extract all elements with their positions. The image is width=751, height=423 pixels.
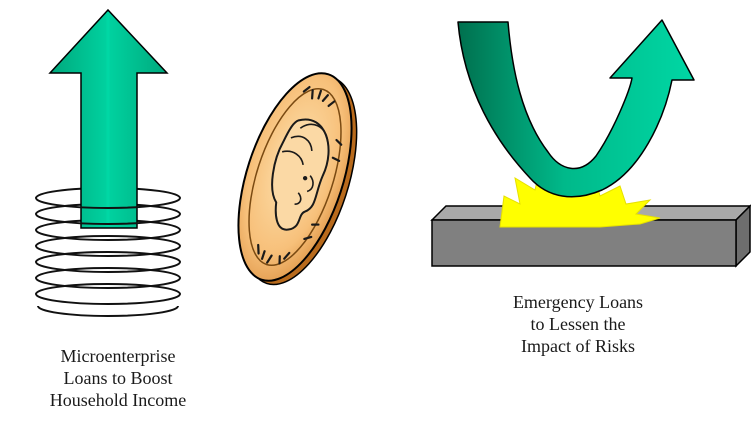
u-turn-arrow-icon (458, 20, 694, 197)
caption-line: Impact of Risks (478, 335, 678, 357)
microenterprise-loans-caption: Microenterprise Loans to Boost Household… (18, 345, 218, 411)
caption-line: to Lessen the (478, 313, 678, 335)
caption-line: Household Income (18, 389, 218, 411)
caption-line: Emergency Loans (478, 291, 678, 313)
coin-icon (215, 59, 379, 298)
caption-line: Loans to Boost (18, 367, 218, 389)
bounce-arrow-impact-icon (432, 20, 750, 266)
caption-line: Microenterprise (18, 345, 218, 367)
up-arrow-icon (50, 10, 167, 228)
emergency-loans-caption: Emergency Loans to Lessen the Impact of … (478, 291, 678, 357)
spring-arrow-icon (36, 10, 180, 316)
